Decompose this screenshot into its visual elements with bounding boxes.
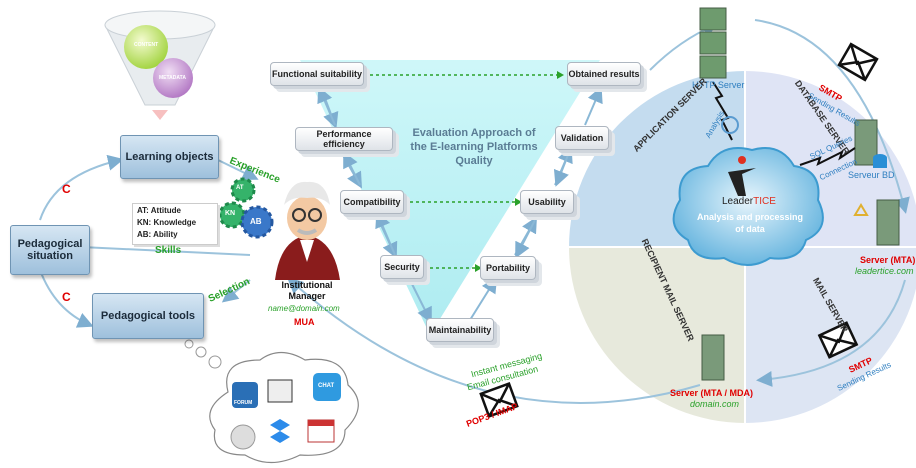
compatibility-label: Compatibility <box>343 197 401 207</box>
legend-ab: AB: Ability <box>137 230 178 239</box>
performance-efficiency-label: Performance efficiency <box>316 129 372 149</box>
validation-box: Validation <box>555 126 609 150</box>
pedagogical-tools-box: Pedagogical tools <box>92 293 204 339</box>
title-line3: Quality <box>455 155 493 167</box>
performance-efficiency-box: Performance efficiency <box>295 127 393 151</box>
gears-graphic <box>218 177 274 239</box>
manager-email: name@domain.com <box>268 304 340 313</box>
pedagogical-tools-label: Pedagogical tools <box>100 310 196 322</box>
c-mark-bottom: C <box>62 290 71 304</box>
obtained-results-label: Obtained results <box>568 69 640 79</box>
envelope-pop3-icon <box>479 381 519 419</box>
skills-label: Skills <box>155 245 182 256</box>
server-mta-mda-label: Server (MTA / MDA) <box>670 388 754 398</box>
mta-server-icon <box>876 199 900 246</box>
content-label: CONTENT <box>134 42 159 48</box>
http-server-label: HTTP Server <box>692 80 745 90</box>
leader-text: Leader <box>722 196 754 207</box>
pedagogical-situation-box: Pedagogical situation <box>10 225 90 275</box>
analysis-cloud <box>672 147 824 266</box>
manager-figure <box>275 181 340 280</box>
gear-ab-label: AB <box>250 217 262 226</box>
maintainability-label: Maintainability <box>428 325 492 335</box>
obtained-results-box: Obtained results <box>567 62 641 86</box>
functional-suitability-label: Functional suitability <box>271 69 362 79</box>
portability-label: Portability <box>485 263 530 273</box>
domain-label: domain.com <box>690 399 740 409</box>
mua-label: MUA <box>294 317 315 327</box>
gear-at-label: AT <box>236 185 244 191</box>
manager-label-line1: Institutional <box>281 280 333 290</box>
server-mta-label: Server (MTA) <box>860 255 916 265</box>
validation-label: Validation <box>560 133 604 143</box>
leadertice-domain: leadertice.com <box>855 266 914 276</box>
chat-label: CHAT <box>318 383 335 389</box>
envelope-top-icon <box>837 42 879 82</box>
manager-label-line2: Manager <box>288 291 326 301</box>
security-label: Security <box>384 262 420 272</box>
cloud-line1: Analysis and processing <box>696 212 804 222</box>
title-line2: the E-learning Platforms <box>410 141 538 153</box>
legend-box: AT: Attitude KN: Knowledge AB: Ability <box>132 203 218 245</box>
compatibility-box: Compatibility <box>340 190 404 214</box>
metadata-label: METADATA <box>159 75 186 81</box>
usability-label: Usability <box>528 197 566 207</box>
legend-kn: KN: Knowledge <box>137 218 197 227</box>
maintainability-box: Maintainability <box>426 318 494 342</box>
portability-box: Portability <box>480 256 536 280</box>
functional-suitability-box: Functional suitability <box>270 62 364 86</box>
serveur-bd-label: Serveur BD <box>848 170 895 180</box>
c-mark-top: C <box>62 182 71 196</box>
tools-bubble <box>184 339 359 464</box>
mta-mda-server-icon <box>701 334 725 381</box>
database-server-icon <box>854 119 887 168</box>
envelope-bottom-icon <box>817 321 859 359</box>
leadertice-logo-figure <box>728 156 756 196</box>
tice-text: TICE <box>753 196 776 207</box>
learning-objects-box: Learning objects <box>120 135 219 179</box>
learning-objects-label: Learning objects <box>125 151 214 163</box>
http-server-icon <box>699 7 727 79</box>
title-line1: Evaluation Approach of <box>412 127 536 139</box>
security-box: Security <box>380 255 424 279</box>
usability-box: Usability <box>520 190 574 214</box>
gear-kn-label: KN <box>225 210 236 217</box>
content-funnel-graphic <box>104 10 216 120</box>
cloud-line2: of data <box>735 224 765 234</box>
pedagogical-situation-label: Pedagogical situation <box>17 238 83 262</box>
legend-at: AT: Attitude <box>137 206 181 215</box>
leadertice-logo-text: LeaderTICE <box>722 196 776 207</box>
forum-label: FORUM <box>234 400 253 406</box>
